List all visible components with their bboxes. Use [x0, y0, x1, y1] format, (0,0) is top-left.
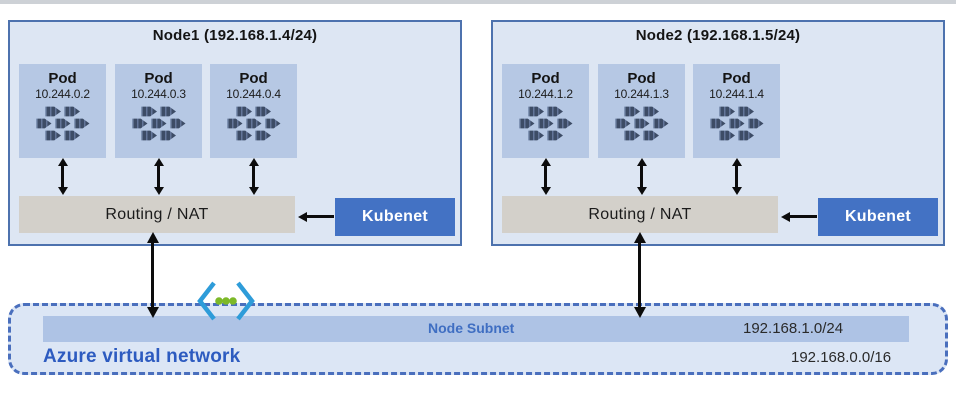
node-subnet-label: Node Subnet	[428, 320, 515, 336]
vnet-cidr: 192.168.0.0/16	[791, 349, 892, 366]
pod-containers-icon	[115, 106, 202, 141]
node-subnet-bar: Node Subnet 192.168.1.0/24	[43, 316, 909, 342]
kubenet-to-routing-arrow	[790, 215, 817, 218]
kubenet-to-routing-arrow	[307, 215, 334, 218]
routing-nat-box: Routing / NAT	[502, 196, 778, 233]
azure-vnet-box: Node Subnet 192.168.1.0/24 Azure virtual…	[8, 303, 948, 375]
pod-ip: 10.244.0.2	[35, 87, 90, 101]
top-border-strip	[0, 0, 956, 4]
pod-box: Pod 10.244.0.2	[19, 64, 106, 158]
pod-label: Pod	[48, 70, 77, 87]
pod-to-routing-arrow	[640, 166, 643, 187]
pod-ip: 10.244.0.3	[131, 87, 186, 101]
pod-containers-icon	[210, 106, 297, 141]
virtual-network-icon	[197, 281, 255, 321]
node2-box: Node2 (192.168.1.5/24) Pod 10.244.1.2 Po…	[491, 20, 945, 246]
pod-box: Pod 10.244.0.4	[210, 64, 297, 158]
pod-to-routing-arrow	[157, 166, 160, 187]
pod-to-routing-arrow	[252, 166, 255, 187]
pod-to-routing-arrow	[735, 166, 738, 187]
pod-label: Pod	[144, 70, 173, 87]
pod-label: Pod	[722, 70, 751, 87]
pod-box: Pod 10.244.1.4	[693, 64, 780, 158]
node1-title: Node1 (192.168.1.4/24)	[152, 27, 318, 44]
pod-containers-icon	[19, 106, 106, 141]
node2-title: Node2 (192.168.1.5/24)	[635, 27, 801, 44]
pod-ip: 10.244.1.4	[709, 87, 764, 101]
node1-box: Node1 (192.168.1.4/24) Pod 10.244.0.2 Po…	[8, 20, 462, 246]
pod-box: Pod 10.244.0.3	[115, 64, 202, 158]
pod-label: Pod	[239, 70, 268, 87]
pod-to-routing-arrow	[61, 166, 64, 187]
pod-ip: 10.244.1.2	[518, 87, 573, 101]
node-subnet-cidr: 192.168.1.0/24	[743, 320, 844, 337]
kubenet-box: Kubenet	[818, 198, 938, 236]
pod-containers-icon	[502, 106, 589, 141]
vnet-label: Azure virtual network	[43, 346, 241, 367]
node-to-subnet-arrow	[151, 242, 154, 308]
pod-box: Pod 10.244.1.3	[598, 64, 685, 158]
pod-label: Pod	[627, 70, 656, 87]
pod-ip: 10.244.1.3	[614, 87, 669, 101]
pod-to-routing-arrow	[544, 166, 547, 187]
pod-box: Pod 10.244.1.2	[502, 64, 589, 158]
node-to-subnet-arrow	[638, 242, 641, 308]
routing-nat-box: Routing / NAT	[19, 196, 295, 233]
pod-containers-icon	[693, 106, 780, 141]
pod-containers-icon	[598, 106, 685, 141]
pod-ip: 10.244.0.4	[226, 87, 281, 101]
pod-label: Pod	[531, 70, 560, 87]
kubenet-box: Kubenet	[335, 198, 455, 236]
